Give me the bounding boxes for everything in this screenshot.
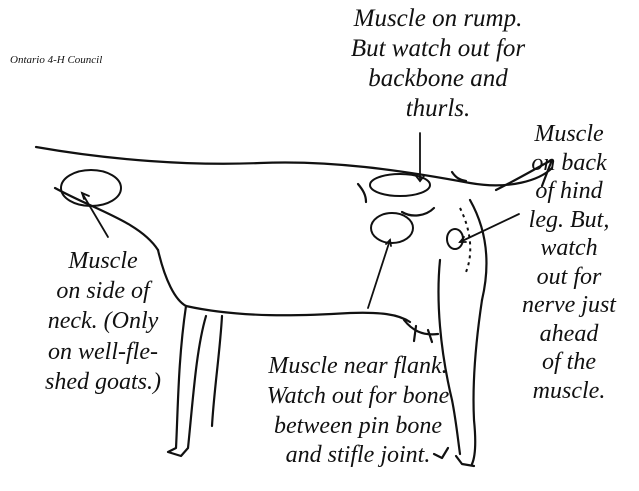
injection-site-rump: [370, 174, 430, 196]
injection-site-flank: [371, 213, 413, 243]
rump-muscle-label: Muscle on rump. But watch out for backbo…: [318, 4, 558, 124]
neck-muscle-label: Muscle on side of neck. (Only on well-fl…: [5, 246, 201, 397]
credit-text: Ontario 4-H Council: [10, 54, 102, 66]
hind-leg-muscle-label: Muscle on back of hind leg. But, watch o…: [500, 120, 638, 405]
flank-muscle-label: Muscle near flank. Watch out for bone be…: [213, 352, 503, 471]
injection-site-neck: [61, 170, 121, 206]
injection-site-hind-leg: [447, 229, 463, 249]
